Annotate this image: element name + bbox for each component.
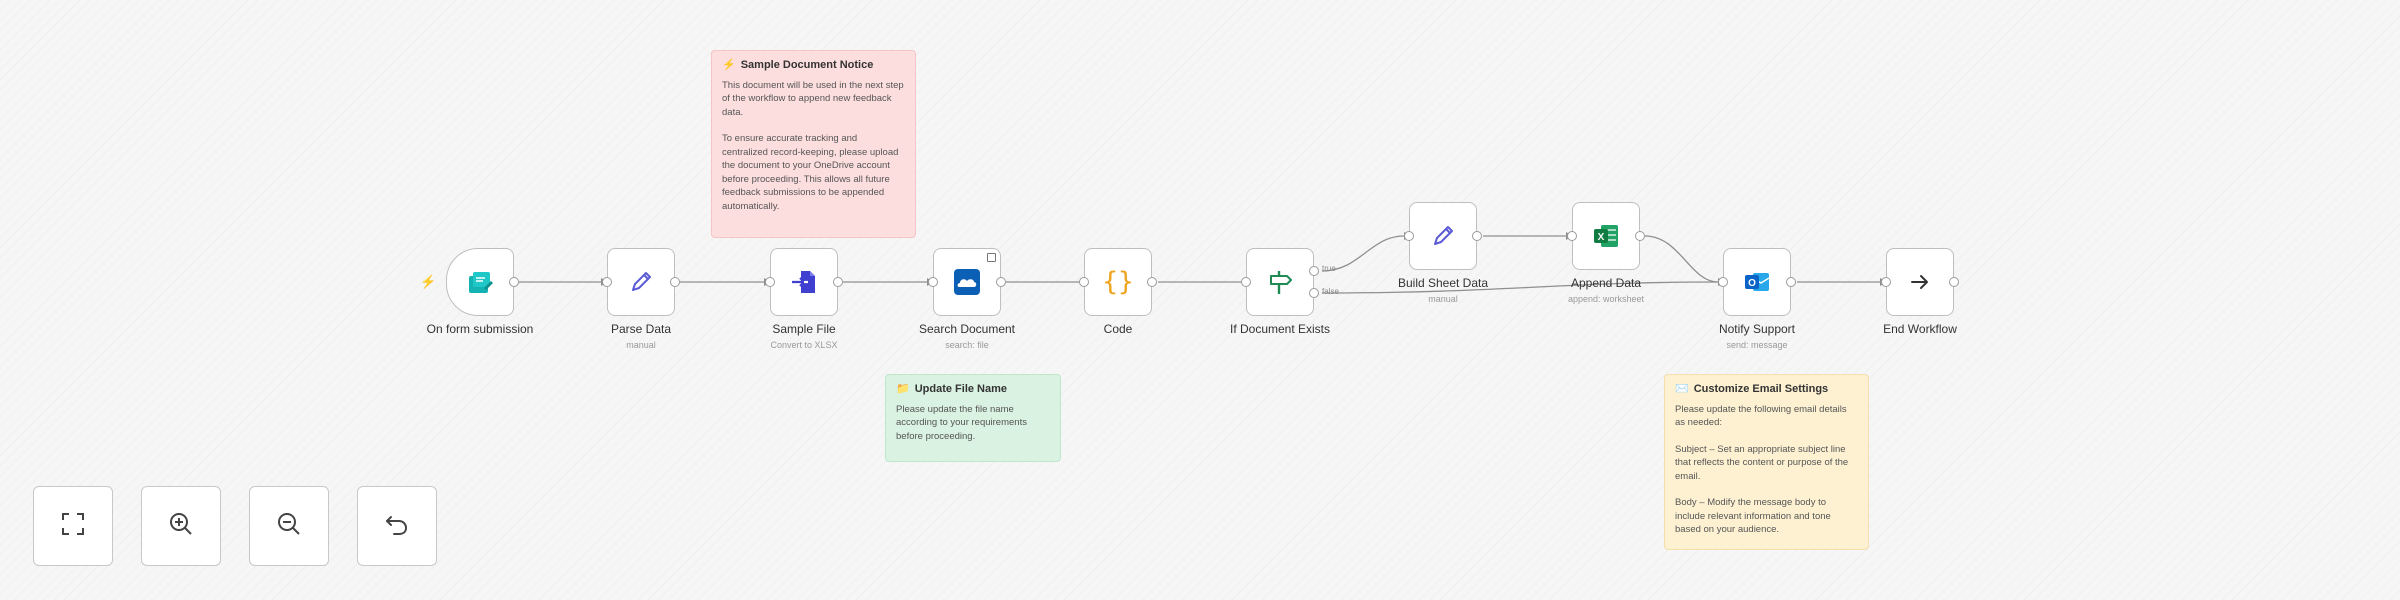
excel-icon: X — [1589, 219, 1623, 253]
sticky-title: Update File Name — [914, 383, 1008, 395]
node-subtitle: Convert to XLSX — [770, 340, 838, 350]
node-build-sheet-data[interactable] — [1409, 202, 1477, 270]
undo-button[interactable] — [357, 486, 437, 566]
node-label: Notify Support — [1718, 322, 1796, 336]
input-port[interactable] — [1241, 277, 1251, 287]
node-label: Sample File — [772, 322, 836, 336]
sticky-note-update-file-name[interactable]: 📁 Update File Name Please update the fil… — [885, 374, 1061, 462]
node-label: Code — [1103, 322, 1133, 336]
zoom-out-icon — [274, 509, 304, 544]
fit-view-button[interactable] — [33, 486, 113, 566]
external-link-icon — [987, 253, 996, 262]
node-label: End Workflow — [1883, 322, 1957, 336]
svg-text:O: O — [1748, 278, 1756, 289]
node-on-form-submission[interactable] — [446, 248, 514, 316]
output-port[interactable] — [670, 277, 680, 287]
input-port[interactable] — [765, 277, 775, 287]
node-parse-data[interactable] — [607, 248, 675, 316]
node-label: Build Sheet Data — [1397, 276, 1489, 290]
sticky-text: To ensure accurate tracking and centrali… — [722, 133, 899, 212]
arrow-right-icon — [1903, 265, 1937, 299]
node-notify-support[interactable]: O — [1723, 248, 1791, 316]
folder-icon: 📁 — [896, 383, 910, 395]
node-subtitle: send: message — [1726, 340, 1788, 350]
node-sample-file[interactable] — [770, 248, 838, 316]
sticky-text: Please update the file name according to… — [896, 403, 1027, 442]
signpost-icon — [1263, 265, 1297, 299]
output-port[interactable] — [1786, 277, 1796, 287]
sticky-text: Subject – Set an appropriate subject lin… — [1675, 443, 1849, 482]
input-port[interactable] — [928, 277, 938, 287]
zoom-out-button[interactable] — [249, 486, 329, 566]
output-port[interactable] — [1147, 277, 1157, 287]
sticky-text: Please update the following email detail… — [1675, 403, 1847, 429]
node-if-document-exists[interactable] — [1246, 248, 1314, 316]
output-port[interactable] — [1635, 231, 1645, 241]
input-port[interactable] — [1404, 231, 1414, 241]
input-port[interactable] — [602, 277, 612, 287]
node-code[interactable]: {} — [1084, 248, 1152, 316]
output-port[interactable] — [996, 277, 1006, 287]
file-convert-icon — [787, 265, 821, 299]
fullscreen-icon — [58, 509, 88, 544]
output-port[interactable] — [1949, 277, 1959, 287]
node-label: Search Document — [918, 322, 1016, 336]
node-label: Append Data — [1570, 276, 1642, 290]
node-label: On form submission — [426, 322, 534, 336]
sticky-title: Sample Document Notice — [740, 59, 874, 71]
sticky-note-sample-document[interactable]: ⚡ Sample Document Notice This document w… — [711, 50, 916, 238]
true-branch-label: true — [1322, 264, 1336, 273]
code-braces-icon: {} — [1102, 267, 1134, 297]
node-label: Parse Data — [610, 322, 672, 336]
node-subtitle: manual — [1428, 294, 1458, 304]
node-search-document[interactable] — [933, 248, 1001, 316]
sticky-text: Body – Modify the message body to includ… — [1675, 497, 1831, 535]
lightning-icon: ⚡ — [722, 59, 736, 71]
zoom-in-icon — [166, 509, 196, 544]
input-port[interactable] — [1718, 277, 1728, 287]
outlook-icon: O — [1740, 265, 1774, 299]
output-port[interactable] — [833, 277, 843, 287]
form-icon — [463, 265, 497, 299]
node-end-workflow[interactable] — [1886, 248, 1954, 316]
zoom-in-button[interactable] — [141, 486, 221, 566]
output-port[interactable] — [509, 277, 519, 287]
node-subtitle: append: worksheet — [1567, 294, 1645, 304]
trigger-lightning-icon: ⚡ — [420, 274, 437, 289]
node-append-data[interactable]: X — [1572, 202, 1640, 270]
onedrive-icon — [950, 265, 984, 299]
false-output-port[interactable] — [1309, 288, 1319, 298]
input-port[interactable] — [1881, 277, 1891, 287]
true-output-port[interactable] — [1309, 266, 1319, 276]
sticky-text: This document will be used in the next s… — [722, 79, 904, 118]
input-port[interactable] — [1567, 231, 1577, 241]
input-port[interactable] — [1079, 277, 1089, 287]
node-label: If Document Exists — [1229, 322, 1331, 336]
envelope-icon: ✉️ — [1675, 383, 1689, 395]
svg-text:X: X — [1598, 232, 1605, 243]
output-port[interactable] — [1472, 231, 1482, 241]
pencil-icon — [1426, 219, 1460, 253]
false-branch-label: false — [1322, 287, 1339, 296]
pencil-icon — [624, 265, 658, 299]
sticky-title: Customize Email Settings — [1693, 383, 1829, 395]
node-subtitle: search: file — [945, 340, 989, 350]
node-subtitle: manual — [626, 340, 656, 350]
sticky-note-email-settings[interactable]: ✉️ Customize Email Settings Please updat… — [1664, 374, 1869, 550]
undo-icon — [382, 509, 412, 544]
